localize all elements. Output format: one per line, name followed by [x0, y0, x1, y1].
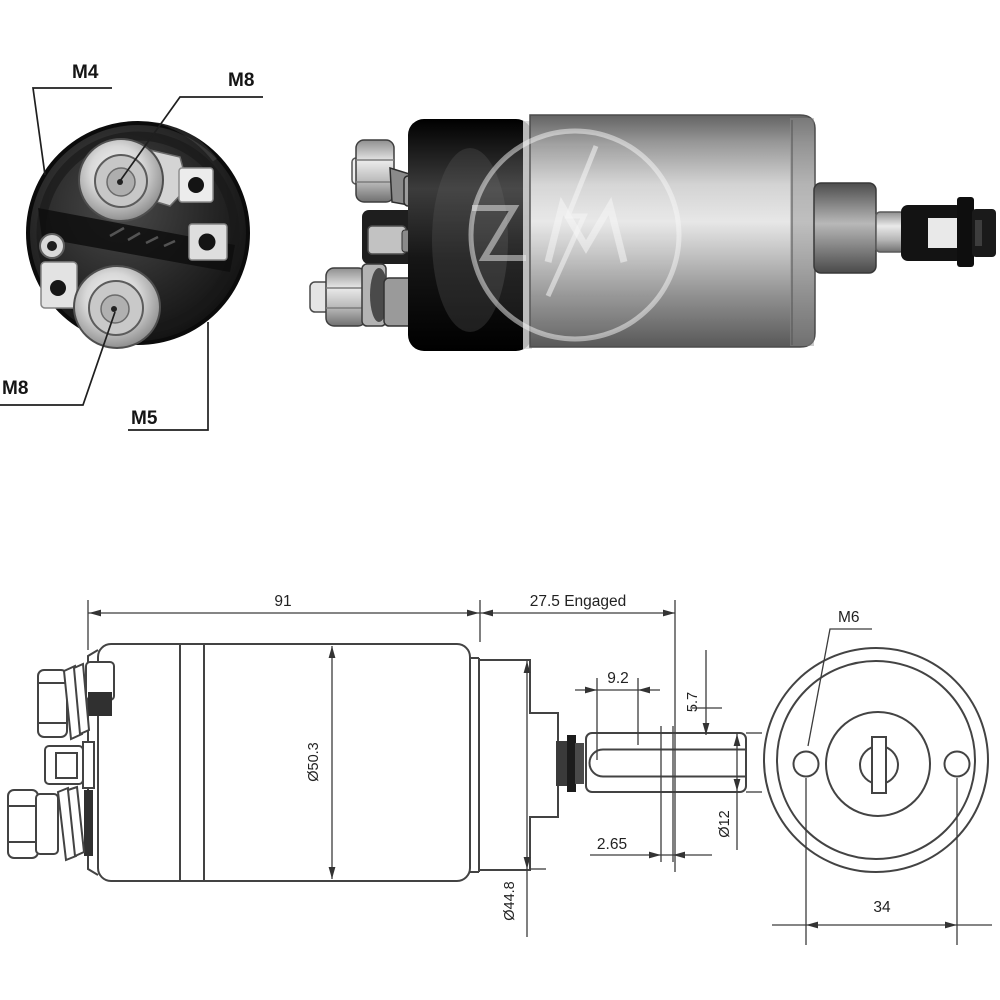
- clevis-fork-photo: [901, 197, 996, 267]
- mount-hole-right: [943, 750, 971, 778]
- plunger-shaft: [875, 211, 905, 253]
- drawing-end-view: [763, 647, 989, 873]
- terminal-tab-left-lower: [40, 261, 78, 309]
- leader-m4: [32, 87, 112, 176]
- end-view-arrows: [806, 921, 957, 929]
- dim-fork-slot-width: 2.65: [597, 836, 627, 853]
- leader-m8-bottom: [0, 311, 116, 406]
- dim-body-diameter: Ø50.3: [306, 742, 322, 782]
- label-m8-bottom: M8: [2, 378, 28, 399]
- dim-fork-diameter: Ø12: [717, 810, 733, 837]
- side-photo: [309, 114, 996, 351]
- drawing-side-view: [7, 643, 747, 882]
- leader-m8-top: [119, 96, 263, 182]
- terminal-tab-right-middle: [188, 223, 228, 261]
- stamped-marks: [109, 226, 176, 248]
- cap-center-band: [38, 208, 235, 272]
- mount-hole-left: [792, 750, 820, 778]
- drawing-terminal-middle: [44, 741, 95, 789]
- end-cap-photo: [26, 114, 250, 349]
- label-m5: M5: [131, 408, 158, 429]
- dim-fork-top-offset: 5.7: [685, 692, 701, 712]
- dim-engaged-stroke: 27.5 Engaged: [530, 593, 627, 610]
- drawing-body-outline: [97, 643, 471, 882]
- steel-cylinder: [529, 114, 816, 348]
- label-m4: M4: [72, 62, 99, 83]
- dim-hole-spacing: 34: [873, 899, 891, 916]
- dimension-arrows: [89, 609, 741, 879]
- photo-terminal-bottom: [309, 263, 415, 327]
- dim-fork-slot-depth: 9.2: [607, 670, 629, 687]
- terminal-tab-right-upper: [178, 167, 214, 203]
- terminal-m4-stud: [39, 233, 65, 259]
- drawing-flange-nose: [479, 659, 559, 871]
- photo-label-leaders: [0, 87, 263, 431]
- dimension-lines: [87, 600, 762, 937]
- zm-logo-watermark: [468, 128, 682, 342]
- terminal-m8-bottom: [73, 265, 161, 349]
- dim-mounting-thread: M6: [838, 609, 860, 626]
- label-m8-top: M8: [228, 70, 254, 91]
- nose-cylinder: [813, 182, 877, 274]
- dim-flange-diameter: Ø44.8: [502, 881, 518, 921]
- drawing-clevis-fork: [585, 732, 747, 793]
- drawing-terminal-bottom: [7, 785, 86, 862]
- dim-body-length: 91: [274, 593, 291, 610]
- drawing-terminal-top: [37, 662, 91, 741]
- leader-m5: [128, 322, 209, 431]
